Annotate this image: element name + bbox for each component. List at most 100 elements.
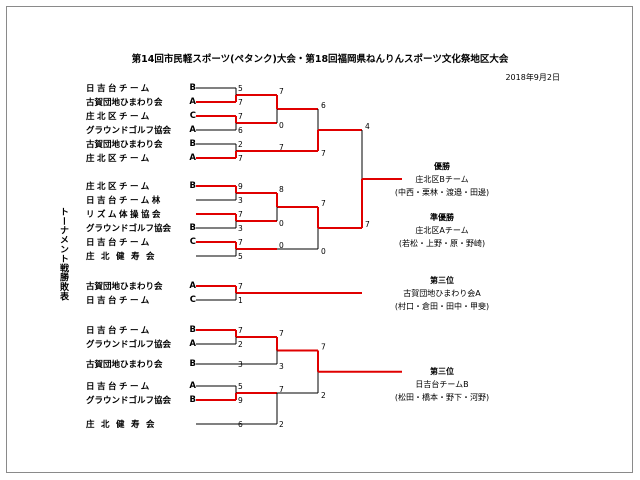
score-r1: 9 (238, 396, 243, 405)
team-name: 古賀団地ひまわり会 (86, 98, 163, 108)
team-name: 庄北健寿会 (86, 420, 162, 430)
team-row: 古賀団地ひまわり会 B (86, 358, 196, 370)
score-final: 4 (365, 122, 370, 131)
team-row: グラウンドゴルフ協会 B (86, 222, 196, 234)
team-name: 庄北区チーム (86, 182, 152, 192)
result-members: (若松・上野・原・野崎) (398, 239, 486, 248)
team-name: 庄北区チーム (86, 112, 152, 122)
score-final: 7 (365, 220, 370, 229)
score-r3: 7 (321, 149, 326, 158)
result-members: (村口・倉田・田中・甲斐) (394, 302, 490, 311)
result-members: (中西・栗林・渡邉・田邊) (394, 188, 490, 197)
score-r3: 7 (321, 343, 326, 352)
team-row: グラウンドゴルフ協会 B (86, 394, 196, 406)
team-name: 古賀団地ひまわり会 (86, 360, 163, 370)
team-group: B (189, 223, 196, 233)
result-rank: 第三位 (430, 367, 454, 376)
score-r2: 7 (279, 329, 284, 338)
team-group: C (189, 111, 196, 121)
side-label: トーナメント戦勝敗表 (58, 207, 68, 301)
document-title: 第14回市民軽スポーツ(ペタンク)大会・第18回福岡県ねんりんスポーツ文化祭地区… (131, 54, 509, 65)
team-group: B (189, 83, 196, 93)
score-r3: 6 (321, 101, 326, 110)
document-date: 2018年9月2日 (505, 73, 560, 82)
result-team: 日吉台チームB (415, 380, 469, 389)
team-name: 庄北区チーム (86, 154, 152, 164)
team-name: 古賀団地ひまわり会 (86, 282, 163, 292)
team-group: B (189, 359, 196, 369)
result-third-place-1: 第三位 古賀団地ひまわり会A (村口・倉田・田中・甲斐) (382, 274, 502, 313)
score-r2: 0 (279, 121, 284, 130)
team-group: A (189, 97, 196, 107)
team-name: 日吉台チーム (86, 382, 152, 392)
document-frame (6, 6, 633, 473)
score-r1: 7 (238, 154, 243, 163)
score-r1: 3 (238, 224, 243, 233)
team-group: C (189, 237, 196, 247)
team-group: B (189, 139, 196, 149)
team-group: C (189, 295, 196, 305)
team-name: 庄北健寿会 (86, 252, 162, 262)
score-r1: 6 (238, 126, 243, 135)
result-rank: 準優勝 (430, 213, 454, 222)
team-row: 庄北区チーム B (86, 180, 196, 192)
result-rank: 第三位 (430, 276, 454, 285)
team-row: 日吉台チーム C (86, 236, 196, 248)
team-row: 古賀団地ひまわり会 A (86, 96, 196, 108)
score-r1: 2 (238, 340, 243, 349)
team-name: 日吉台チーム (86, 326, 152, 336)
team-row: 日吉台チーム C (86, 294, 196, 306)
team-name: グラウンドゴルフ協会 (86, 224, 172, 234)
score-r2: 7 (279, 143, 284, 152)
score-r1: 7 (238, 210, 243, 219)
score-r1: 1 (238, 296, 243, 305)
team-group: B (189, 395, 196, 405)
score-r1: 5 (238, 252, 243, 261)
score-r1: 3 (238, 196, 243, 205)
team-name: 日吉台チーム (86, 296, 152, 306)
team-row: 古賀団地ひまわり会 B (86, 138, 196, 150)
score-r1: 7 (238, 326, 243, 335)
team-name: 日吉台チーム (86, 238, 152, 248)
result-team: 庄北区Aチーム (415, 226, 469, 235)
team-name: 日吉台チーム (86, 84, 152, 94)
score-r2: 7 (279, 385, 284, 394)
score-r1: 2 (238, 140, 243, 149)
team-name: 古賀団地ひまわり会 (86, 140, 163, 150)
team-group: A (189, 125, 196, 135)
team-row: 古賀団地ひまわり会 A (86, 280, 196, 292)
team-row: 庄北健寿会 (86, 250, 196, 262)
score-r1: 7 (238, 112, 243, 121)
result-runner-up: 準優勝 庄北区Aチーム (若松・上野・原・野崎) (382, 211, 502, 250)
score-r2: 0 (279, 241, 284, 250)
team-group: B (189, 181, 196, 191)
team-row: 庄北区チーム A (86, 152, 196, 164)
team-name: 日吉台チーム林 (86, 196, 163, 206)
team-row: 庄北健寿会 (86, 418, 196, 430)
score-r2: 3 (279, 362, 284, 371)
score-r3: 0 (321, 247, 326, 256)
result-rank: 優勝 (434, 162, 450, 171)
score-r2: 2 (279, 420, 284, 429)
score-r1: 7 (238, 238, 243, 247)
team-row: 日吉台チーム B (86, 82, 196, 94)
team-row: 庄北区チーム C (86, 110, 196, 122)
team-group: A (189, 281, 196, 291)
result-members: (松田・橋本・野下・河野) (394, 393, 490, 402)
team-name: グラウンドゴルフ協会 (86, 396, 172, 406)
score-r3: 2 (321, 391, 326, 400)
result-third-place-2: 第三位 日吉台チームB (松田・橋本・野下・河野) (382, 365, 502, 404)
score-r1: 7 (238, 282, 243, 291)
result-team: 古賀団地ひまわり会A (403, 289, 481, 298)
team-name: グラウンドゴルフ協会 (86, 340, 172, 350)
team-name: リズム体操協会 (86, 210, 164, 220)
score-r1: 5 (238, 382, 243, 391)
score-r1: 7 (238, 98, 243, 107)
score-r2: 0 (279, 219, 284, 228)
score-r3: 7 (321, 199, 326, 208)
team-group: A (189, 153, 196, 163)
